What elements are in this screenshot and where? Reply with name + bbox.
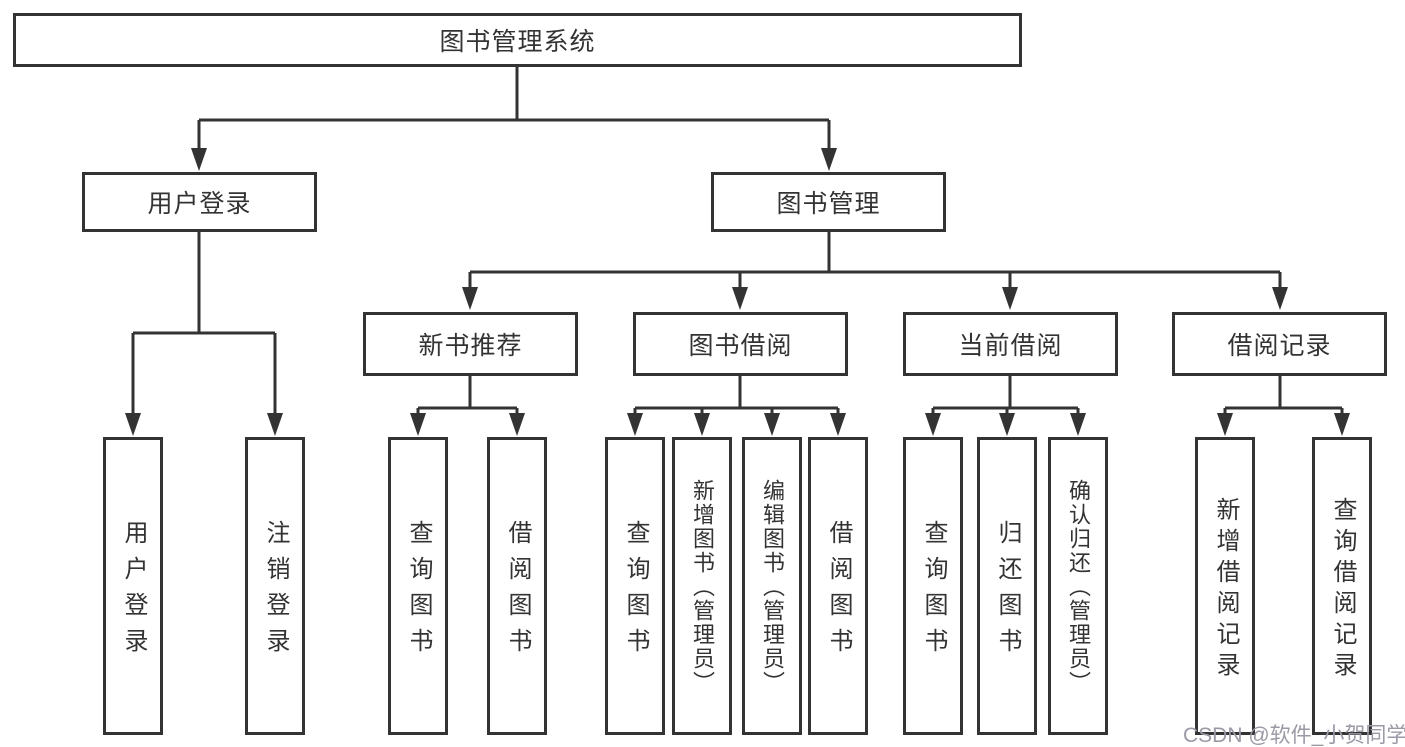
node-book-management: 图书管理 — [711, 172, 946, 232]
node-new-book-recommend: 新书推荐 — [363, 312, 578, 376]
node-library-management-system: 图书管理系统 — [13, 13, 1022, 67]
node-leaf-return-book: 归还图书 — [977, 437, 1037, 735]
connector-new-book-recommend — [410, 376, 525, 436]
connector-user-login — [125, 232, 283, 436]
node-leaf-borrow-books-recommend: 借阅图书 — [487, 437, 547, 735]
node-leaf-edit-book-admin: 编辑图书（管理员） — [742, 437, 802, 735]
connector-book-borrow — [627, 376, 846, 436]
node-leaf-query-books-current: 查询图书 — [903, 437, 963, 735]
connector-current-borrow — [925, 376, 1086, 436]
csdn-watermark: CSDN @软件_小贺同学 — [1183, 724, 1405, 747]
node-book-borrow: 图书借阅 — [633, 312, 848, 376]
connector-book-management — [462, 232, 1288, 310]
node-leaf-query-borrow-record: 查询借阅记录 — [1312, 437, 1372, 735]
node-leaf-add-book-admin: 新增图书（管理员） — [672, 437, 732, 735]
node-leaf-borrow-books: 借阅图书 — [808, 437, 868, 735]
node-current-borrow: 当前借阅 — [903, 312, 1118, 376]
node-leaf-confirm-return-admin: 确认归还（管理员） — [1048, 437, 1108, 735]
node-leaf-logout: 注销登录 — [245, 437, 305, 735]
node-leaf-query-books-recommend: 查询图书 — [388, 437, 448, 735]
node-leaf-add-borrow-record: 新增借阅记录 — [1195, 437, 1255, 735]
node-leaf-user-login: 用户登录 — [103, 437, 163, 735]
node-user-login: 用户登录 — [82, 172, 317, 232]
node-leaf-query-books-borrow: 查询图书 — [605, 437, 665, 735]
connector-borrow-records — [1217, 376, 1350, 436]
node-borrow-records: 借阅记录 — [1172, 312, 1387, 376]
connector-root — [191, 67, 837, 171]
